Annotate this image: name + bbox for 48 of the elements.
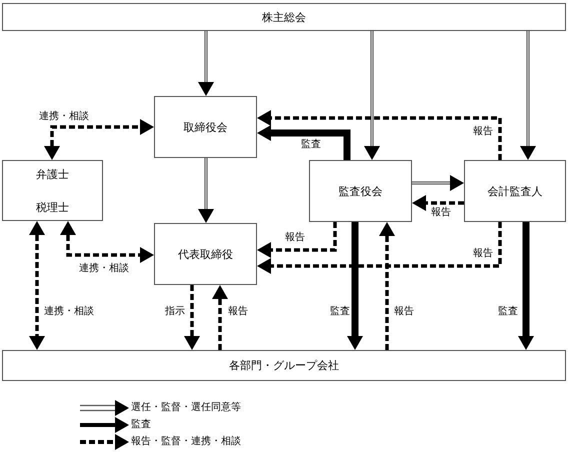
node-label: 税理士 xyxy=(36,200,69,214)
node-label: 各部門・グループ会社 xyxy=(229,358,339,373)
arrow xyxy=(257,110,502,160)
node-label: 会計監査人 xyxy=(488,184,542,198)
node-label: 弁護士 xyxy=(36,166,69,182)
departments-box xyxy=(2,350,566,381)
arrow xyxy=(379,222,395,350)
arrow xyxy=(184,285,200,350)
arrow xyxy=(60,221,154,263)
node-label: 取締役会 xyxy=(184,120,228,134)
arrow xyxy=(212,285,228,350)
arrow xyxy=(257,222,337,258)
edge-label: 連携・相談 xyxy=(78,263,130,275)
arrow xyxy=(198,31,214,96)
arrow xyxy=(518,222,534,350)
arrow xyxy=(44,119,154,160)
arrow xyxy=(412,175,464,191)
audit-board-box xyxy=(309,160,412,222)
node-label: 監査役会 xyxy=(338,184,382,198)
auditor-box xyxy=(464,160,566,222)
arrow xyxy=(29,221,45,350)
edge-label: 報告 xyxy=(227,306,249,318)
arrow xyxy=(198,158,214,223)
edge-label: 報告 xyxy=(472,126,494,138)
edge-label: 監査 xyxy=(300,139,322,151)
edge-label: 指示 xyxy=(164,306,186,318)
meeting-box xyxy=(2,3,566,31)
arrow xyxy=(257,222,502,274)
arrow xyxy=(347,222,363,350)
arrow xyxy=(412,195,464,211)
edge-label: 連携・相談 xyxy=(38,111,90,123)
arrow xyxy=(364,31,380,160)
advisor-box xyxy=(2,160,103,221)
edge-label: 報告 xyxy=(472,248,494,260)
edge-label: 報告 xyxy=(393,306,415,318)
executive-box xyxy=(154,223,257,285)
edge-label: 報告 xyxy=(430,207,452,219)
edge-label: 監査 xyxy=(329,306,351,318)
node-label: 代表取締役 xyxy=(178,246,233,262)
node-label: 株主総会 xyxy=(262,10,306,24)
edge-label: 連携・相談 xyxy=(43,306,95,318)
legend-label: 監査 xyxy=(131,419,151,431)
arrow xyxy=(520,31,536,160)
edge-label: 報告 xyxy=(284,232,306,244)
legend-label: 報告・監督・連携・相談 xyxy=(131,436,241,448)
edge-label: 監査 xyxy=(497,306,519,318)
board-box xyxy=(154,96,257,158)
legend-label: 選任・監督・選任同意等 xyxy=(131,402,241,414)
